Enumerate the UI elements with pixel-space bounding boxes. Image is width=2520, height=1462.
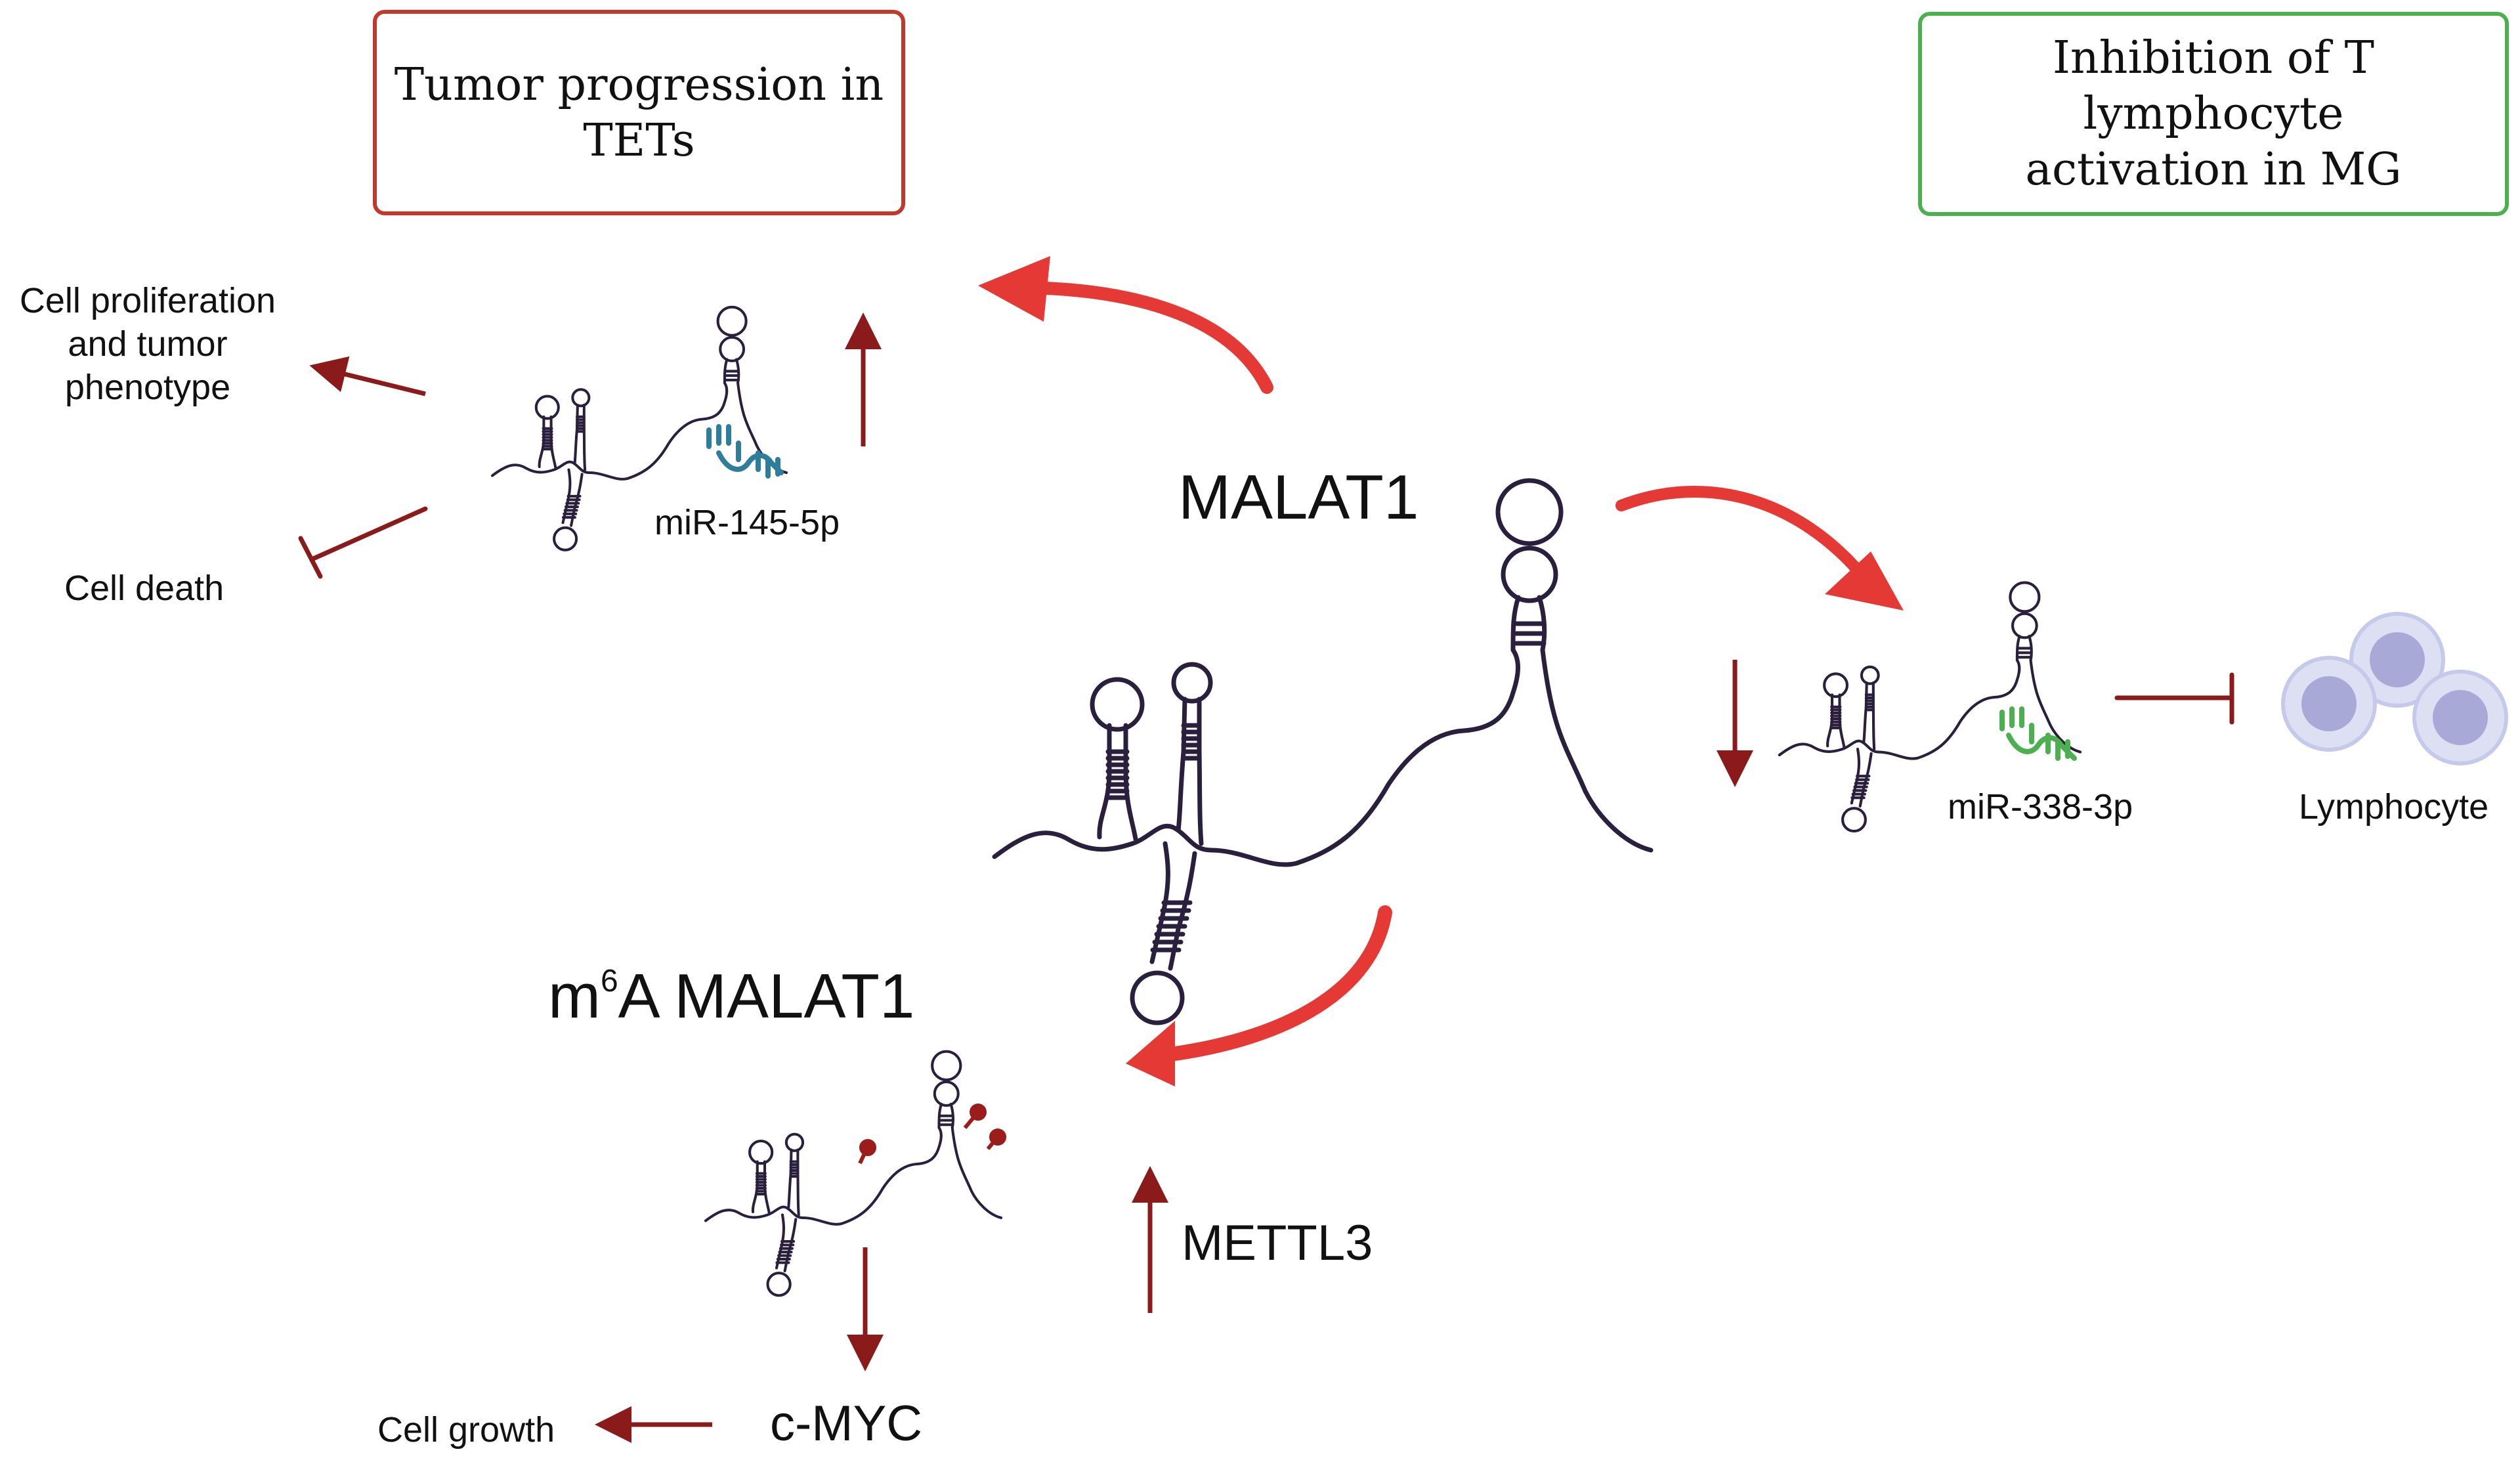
mir338-strand [1999, 706, 2077, 761]
malat1-rna-molecule [994, 481, 1651, 1023]
cmyc-label: c-MYC [770, 1396, 923, 1451]
cell-proliferation-label: Cell proliferation and tumor phenotype [7, 279, 289, 409]
mettl3-label: METTL3 [1182, 1215, 1373, 1271]
malat1-label: MALAT1 [1178, 462, 1419, 532]
inhibit-lymphocyte [2114, 672, 2234, 725]
m6a-modification-marks [858, 1104, 1006, 1165]
cell-growth-label: Cell growth [377, 1410, 555, 1450]
arrow-malat1-to-tumor [978, 256, 1273, 394]
lymphocyte-cells-icon [2281, 612, 2508, 765]
inhibition-box: Inhibition of T lymphocyte activation in… [1918, 12, 2509, 216]
cell-proliferation-line3: phenotype [64, 368, 231, 407]
m6a-suffix: A MALAT1 [618, 961, 915, 1031]
tumor-box-line1: Tumor progression in [394, 58, 884, 111]
cell-death-label: Cell death [64, 569, 224, 608]
mir145-strand [706, 424, 784, 479]
mir338-label: miR-338-3p [1948, 787, 2133, 827]
cell-proliferation-line2: and tumor [68, 324, 228, 364]
tumor-progression-box: Tumor progression in TETs [373, 10, 905, 215]
inhibit-cell-death [298, 506, 428, 579]
tumor-box-line2: TETs [583, 114, 695, 167]
m6a-malat1-rna [706, 1052, 1001, 1296]
lymphocyte-label: Lymphocyte [2299, 787, 2489, 827]
inhibition-box-line2: activation in MG [2025, 144, 2402, 196]
inhibition-box-line1: Inhibition of T lymphocyte [2053, 32, 2374, 140]
m6a-prefix: m [548, 961, 601, 1031]
arrow-malat1-to-m6a [1126, 905, 1392, 1086]
cell-proliferation-line1: Cell proliferation [19, 281, 276, 320]
arrow-malat1-to-mir338 [1615, 485, 1904, 611]
mir145-label: miR-145-5p [654, 503, 840, 542]
arrow-to-cell-proliferation [309, 356, 426, 397]
m6a-superscript: 6 [600, 964, 618, 999]
m6a-malat1-label: m6A MALAT1 [548, 960, 914, 1033]
